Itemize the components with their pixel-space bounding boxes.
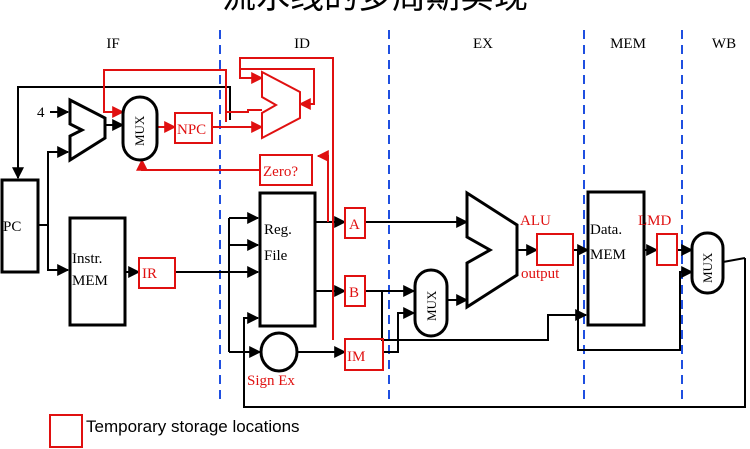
data-mem-label-2: MEM [590, 247, 626, 263]
stage-label-if: IF [106, 36, 119, 52]
reg-file-label-2: File [264, 248, 288, 264]
lmd-register [656, 233, 678, 266]
data-mem-label-1: Data. [590, 222, 622, 238]
sign-ex-label: Sign Ex [247, 373, 295, 389]
npc-label: NPC [177, 122, 206, 138]
im-label: IM [347, 349, 365, 365]
pc-block [0, 178, 40, 274]
zero-label: Zero? [263, 164, 298, 180]
im-register [344, 338, 384, 371]
legend-label: Temporary storage locations [86, 417, 300, 436]
branch-adder [261, 70, 301, 140]
lmd-label: LMD [638, 213, 672, 229]
wire-red-a-to-zero [316, 150, 329, 222]
instr-mem-label-1: Instr. [72, 251, 102, 267]
alu-output-label-2: output [521, 266, 560, 282]
wire-output-bypass-to-wb [577, 250, 694, 351]
wire-wb-to-reg-file [243, 258, 746, 408]
alu [465, 190, 519, 310]
wb-mux [690, 231, 725, 295]
wire-red-branch-to-mux [103, 69, 262, 122]
b-register [344, 275, 366, 307]
ir-register [138, 257, 176, 289]
stage-label-wb: WB [712, 36, 736, 52]
wire-red-zero-to-mux [136, 158, 260, 171]
wire-pc-to-instr-mem [47, 225, 70, 276]
stage-label-mem: MEM [610, 36, 646, 52]
wire-red-branch-top-2 [240, 68, 315, 110]
wire-im-to-ex-mux [384, 307, 416, 353]
sign-ex-block [259, 331, 299, 373]
wire-wb-mux-out [722, 257, 746, 263]
b-label: B [349, 285, 359, 301]
legend-swatch [49, 414, 83, 448]
ir-label: IR [142, 266, 157, 282]
stage-label-ex: EX [473, 36, 493, 52]
register-file-block [258, 191, 317, 328]
a-register [344, 207, 366, 239]
wire-b-to-mem [381, 291, 588, 341]
alu-output-register [536, 233, 574, 266]
wb-mux-label: MUX [700, 252, 715, 283]
diagram-title: 流水线的多周期实现 [222, 0, 528, 16]
if-adder [68, 97, 107, 163]
wire-red-branch-top [239, 57, 334, 340]
ex-mux-label: MUX [424, 290, 439, 321]
a-label: A [349, 217, 360, 233]
ex-mux [413, 268, 449, 338]
wire-pc-to-adder [38, 146, 70, 226]
if-mux-label: MUX [132, 115, 147, 146]
instr-mem-block [68, 216, 127, 327]
if-mux [121, 95, 159, 162]
wire-pc-loop [12, 86, 231, 180]
alu-output-label-1: ALU [520, 213, 551, 229]
data-mem-block [586, 190, 646, 327]
stage-label-id: ID [294, 36, 310, 52]
instr-mem-label-2: MEM [72, 273, 108, 289]
reg-file-label-1: Reg. [264, 222, 292, 238]
pc-label: PC [3, 219, 21, 235]
zero-register [259, 154, 313, 186]
const-four-label: 4 [37, 105, 45, 121]
npc-register [174, 112, 213, 144]
